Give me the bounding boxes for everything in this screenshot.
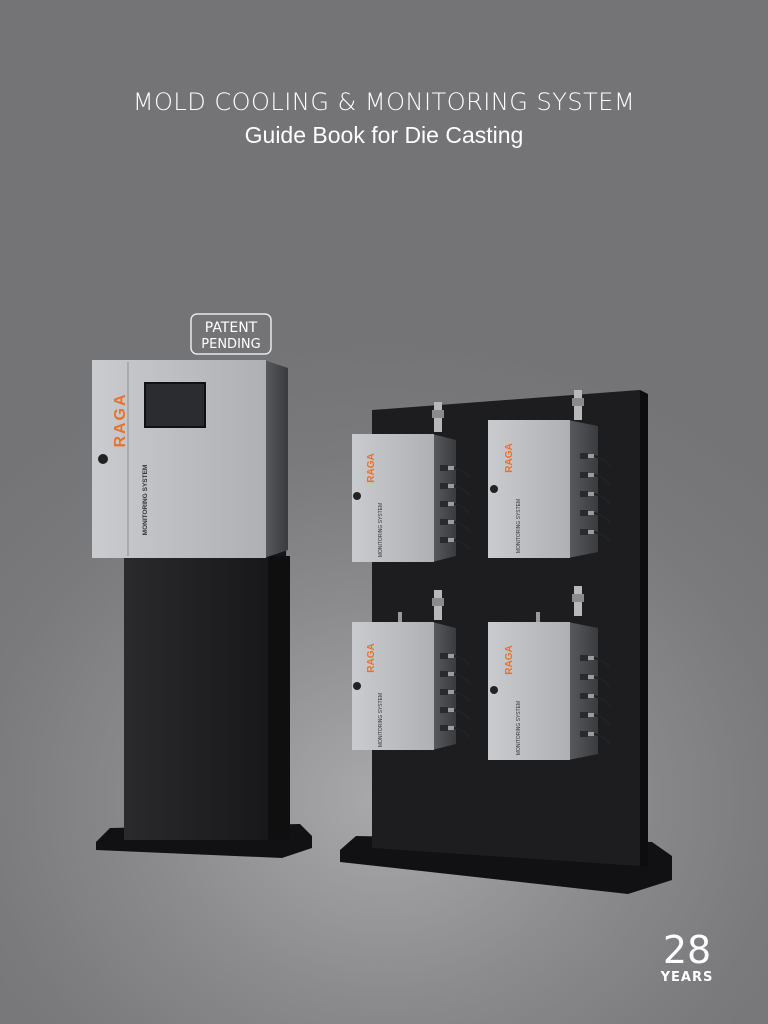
sub-label: MONITORING SYSTEM bbox=[378, 503, 384, 557]
stand-column bbox=[124, 548, 290, 840]
badge-line1: PATENT bbox=[205, 320, 258, 336]
sub-brand: RAGA bbox=[504, 645, 515, 674]
sub-unit-bottom-right: RAGA MONITORING SYSTEM bbox=[488, 586, 611, 760]
sub-unit-top-left: RAGA MONITORING SYSTEM bbox=[352, 402, 471, 562]
sub-label: MONITORING SYSTEM bbox=[516, 499, 522, 553]
cover-subtitle: Guide Book for Die Casting bbox=[244, 122, 524, 148]
sub-unit-top-right: RAGA MONITORING SYSTEM bbox=[488, 390, 611, 558]
cover-title: MOLD COOLING & MONITORING SYSTEM bbox=[132, 88, 636, 116]
touch-screen bbox=[144, 382, 206, 428]
sub-brand: RAGA bbox=[366, 453, 377, 482]
years-number: 28 bbox=[662, 928, 712, 972]
standalone-monitoring-unit: RAGA MONITORING SYSTEM PATENT PENDING bbox=[92, 313, 312, 858]
cabinet-label: MONITORING SYSTEM bbox=[142, 465, 149, 536]
cabinet-brand: RAGA bbox=[112, 392, 129, 447]
sub-label: MONITORING SYSTEM bbox=[516, 701, 522, 755]
sub-brand: RAGA bbox=[504, 443, 515, 472]
anniversary-mark: 28 YEARS bbox=[652, 930, 722, 985]
cabinet-lock-icon bbox=[98, 454, 108, 464]
badge-line2: PENDING bbox=[201, 337, 260, 352]
patent-pending-badge: PATENT PENDING bbox=[190, 313, 272, 355]
sub-label: MONITORING SYSTEM bbox=[378, 693, 384, 747]
years-label: YEARS bbox=[660, 970, 714, 985]
sub-brand: RAGA bbox=[366, 643, 377, 672]
sub-unit-bottom-left: RAGA MONITORING SYSTEM bbox=[352, 590, 471, 750]
